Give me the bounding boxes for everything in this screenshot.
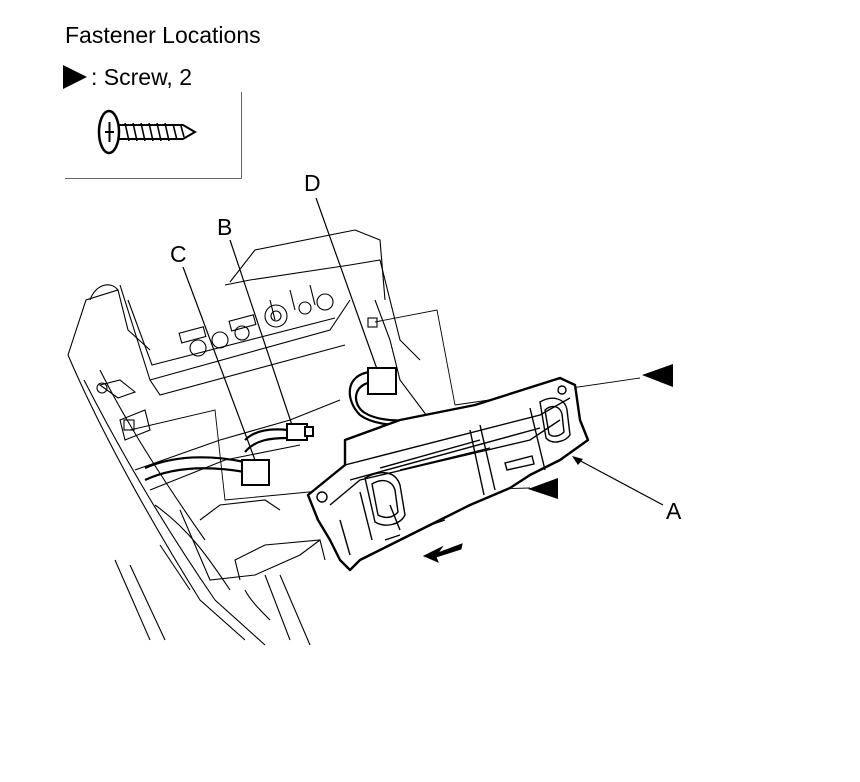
callout-c: C — [170, 241, 187, 267]
callout-a: A — [666, 498, 682, 524]
dash-controls — [96, 293, 378, 431]
removal-direction-arrow — [422, 543, 463, 563]
center-console — [67, 229, 431, 646]
legend-box — [65, 92, 242, 179]
connectors — [241, 367, 397, 486]
page-title: Fastener Locations — [65, 22, 261, 48]
screw-marker-icon — [528, 478, 558, 499]
screw-marker-icon — [63, 65, 87, 89]
screw-legend: : Screw, 2 — [63, 63, 192, 91]
callout-b: B — [217, 214, 233, 240]
screw-marker-icon — [642, 364, 673, 387]
callout-arrowhead — [572, 456, 583, 465]
console-panel-detail — [316, 385, 571, 556]
screw-icon — [97, 109, 197, 155]
callout-leaders — [182, 197, 664, 506]
console-panel-a — [306, 376, 590, 572]
callout-d: D — [304, 170, 321, 196]
screw-legend-label: : Screw, 2 — [91, 63, 192, 90]
